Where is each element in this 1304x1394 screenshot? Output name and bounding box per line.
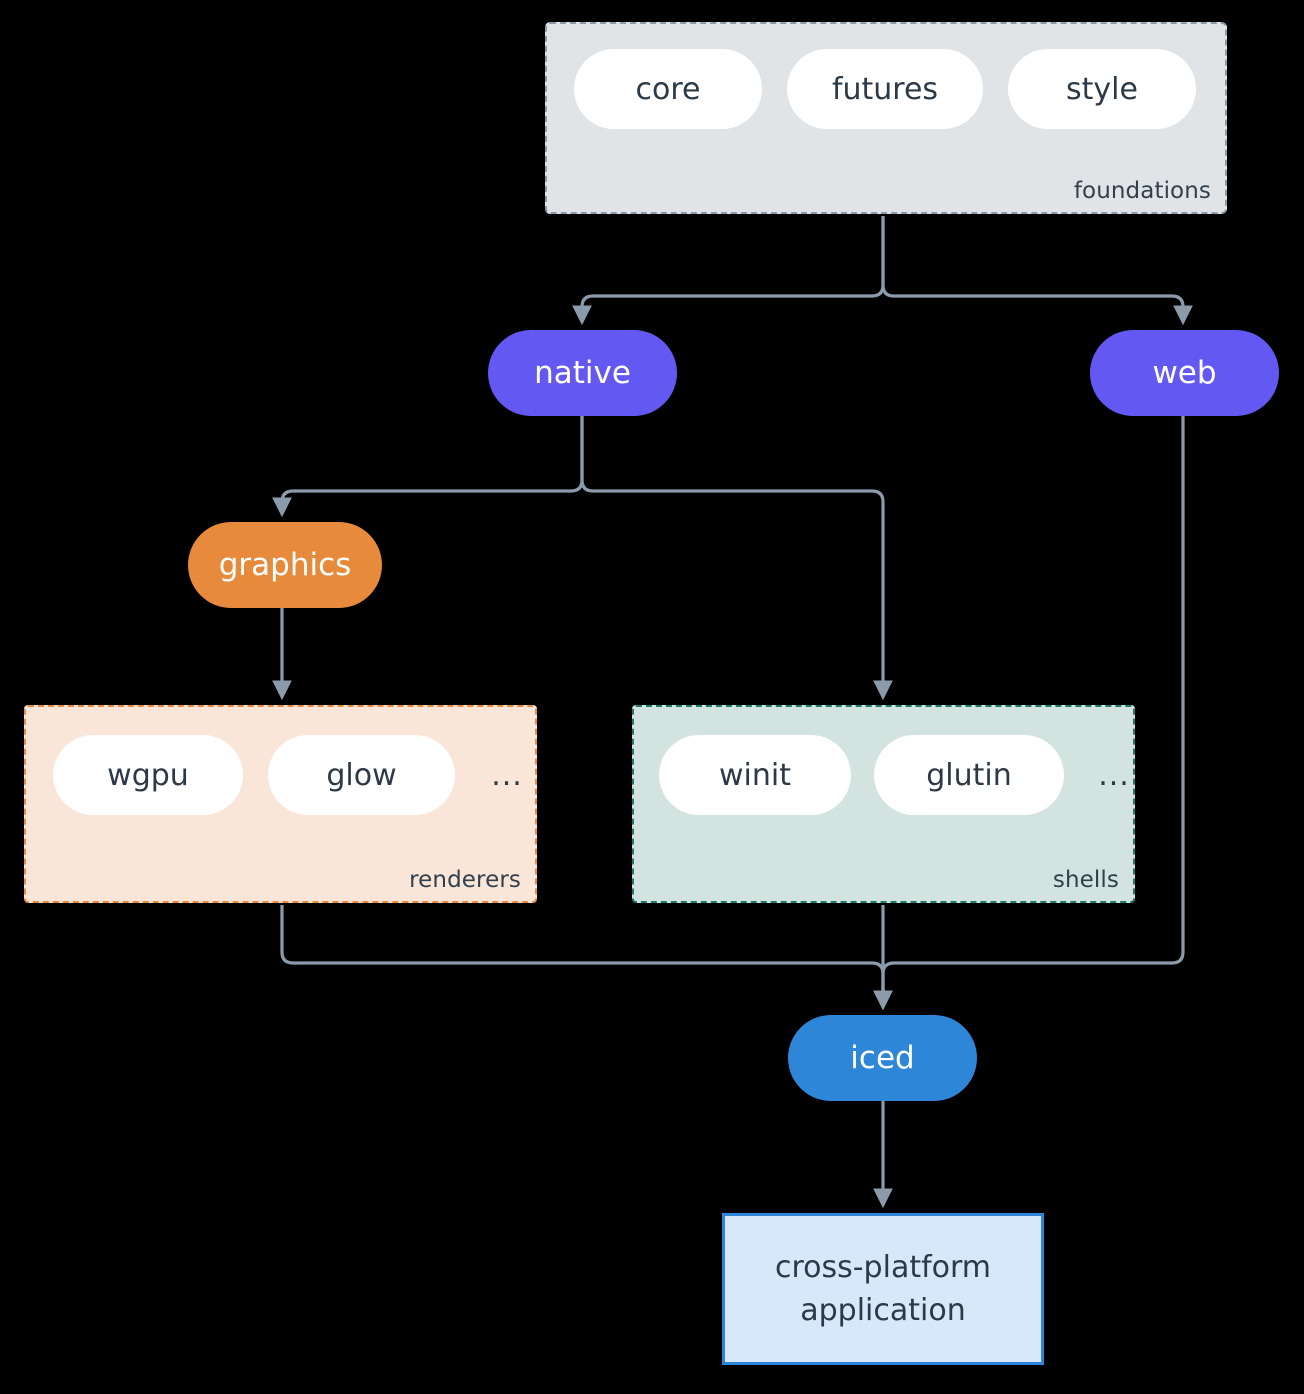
group-renderers[interactable]: wgpu glow ... renderers (24, 705, 537, 903)
renderers-item-row: wgpu glow ... (53, 735, 534, 815)
group-foundations[interactable]: core futures style foundations (545, 22, 1227, 214)
application-line-2: application (800, 1293, 966, 1328)
group-label-renderers: renderers (409, 867, 521, 893)
group-label-foundations: foundations (1073, 178, 1211, 204)
leaf-glutin[interactable]: glutin (874, 735, 1064, 815)
node-iced[interactable]: iced (788, 1015, 977, 1101)
edge-foundations-native (572, 216, 885, 326)
leaf-winit[interactable]: winit (659, 735, 851, 815)
node-graphics[interactable]: graphics (188, 522, 382, 608)
leaf-glow[interactable]: glow (268, 735, 455, 815)
shells-ellipsis: ... (1098, 757, 1130, 793)
application-line-1: cross-platform (774, 1249, 992, 1285)
group-shells[interactable]: winit glutin ... shells (632, 705, 1135, 903)
leaf-core[interactable]: core (574, 49, 762, 129)
edge-native-shells (580, 416, 893, 701)
leaf-wgpu[interactable]: wgpu (53, 735, 243, 815)
group-label-shells: shells (1052, 867, 1119, 893)
shells-item-row: winit glutin ... (659, 735, 1141, 815)
edge-renderers-iced (280, 905, 893, 1011)
leaf-futures[interactable]: futures (787, 49, 983, 129)
node-native[interactable]: native (488, 330, 677, 416)
edge-native-graphics (272, 416, 584, 518)
node-cross-platform-application[interactable]: cross-platform application (722, 1213, 1044, 1365)
renderers-ellipsis: ... (491, 757, 523, 793)
node-web[interactable]: web (1090, 330, 1279, 416)
foundations-item-row: core futures style (574, 49, 1196, 129)
edge-foundations-web (881, 216, 1193, 326)
leaf-style[interactable]: style (1008, 49, 1196, 129)
